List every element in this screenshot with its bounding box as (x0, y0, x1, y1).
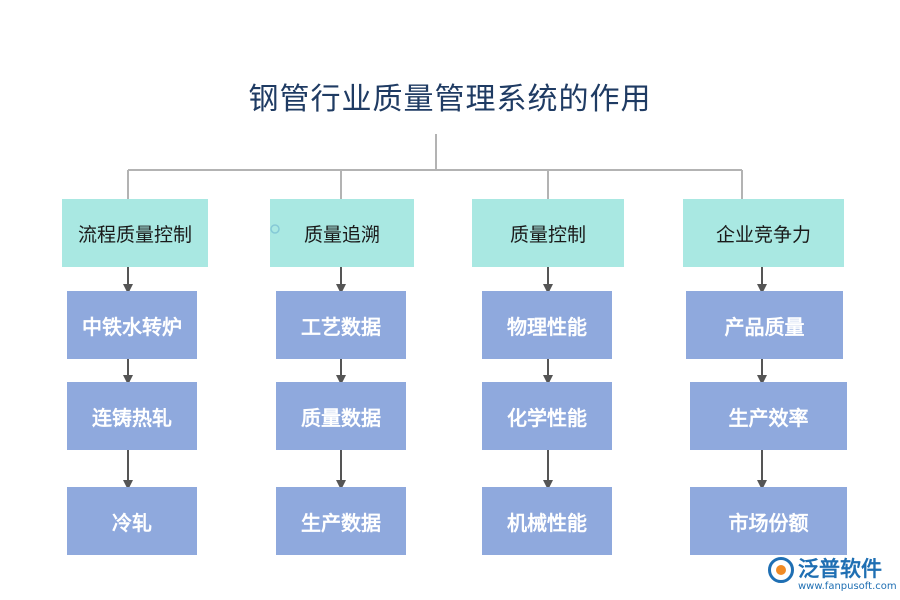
node-column-3-step-1: 物理性能 (482, 291, 612, 359)
node-column-3-step-3: 机械性能 (482, 487, 612, 555)
heading-enterprise-competitiveness: 企业竞争力 (683, 199, 844, 267)
brand-watermark: 泛普软件 www.fanpusoft.com (768, 553, 897, 597)
heading-quality-control: 质量控制 (472, 199, 624, 267)
node-column-4-step-2: 生产效率 (690, 382, 847, 450)
node-column-1-step-2: 连铸热轧 (67, 382, 197, 450)
heading-quality-traceability: 质量追溯 (270, 199, 414, 267)
heading-process-quality-control: 流程质量控制 (62, 199, 208, 267)
node-column-1-step-3: 冷轧 (67, 487, 197, 555)
node-column-2-step-2: 质量数据 (276, 382, 406, 450)
brand-logo-icon (768, 557, 794, 583)
faint-watermark-logo (270, 224, 298, 242)
brand-url: www.fanpusoft.com (798, 581, 897, 592)
node-column-2-step-1: 工艺数据 (276, 291, 406, 359)
diagram-title: 钢管行业质量管理系统的作用 (248, 82, 652, 117)
brand-name: 泛普软件 (798, 557, 882, 581)
node-column-4-step-3: 市场份额 (690, 487, 847, 555)
watermark-ring-icon (270, 224, 280, 234)
node-column-3-step-2: 化学性能 (482, 382, 612, 450)
node-column-2-step-3: 生产数据 (276, 487, 406, 555)
node-column-1-step-1: 中铁水转炉 (67, 291, 197, 359)
node-column-4-step-1: 产品质量 (686, 291, 843, 359)
